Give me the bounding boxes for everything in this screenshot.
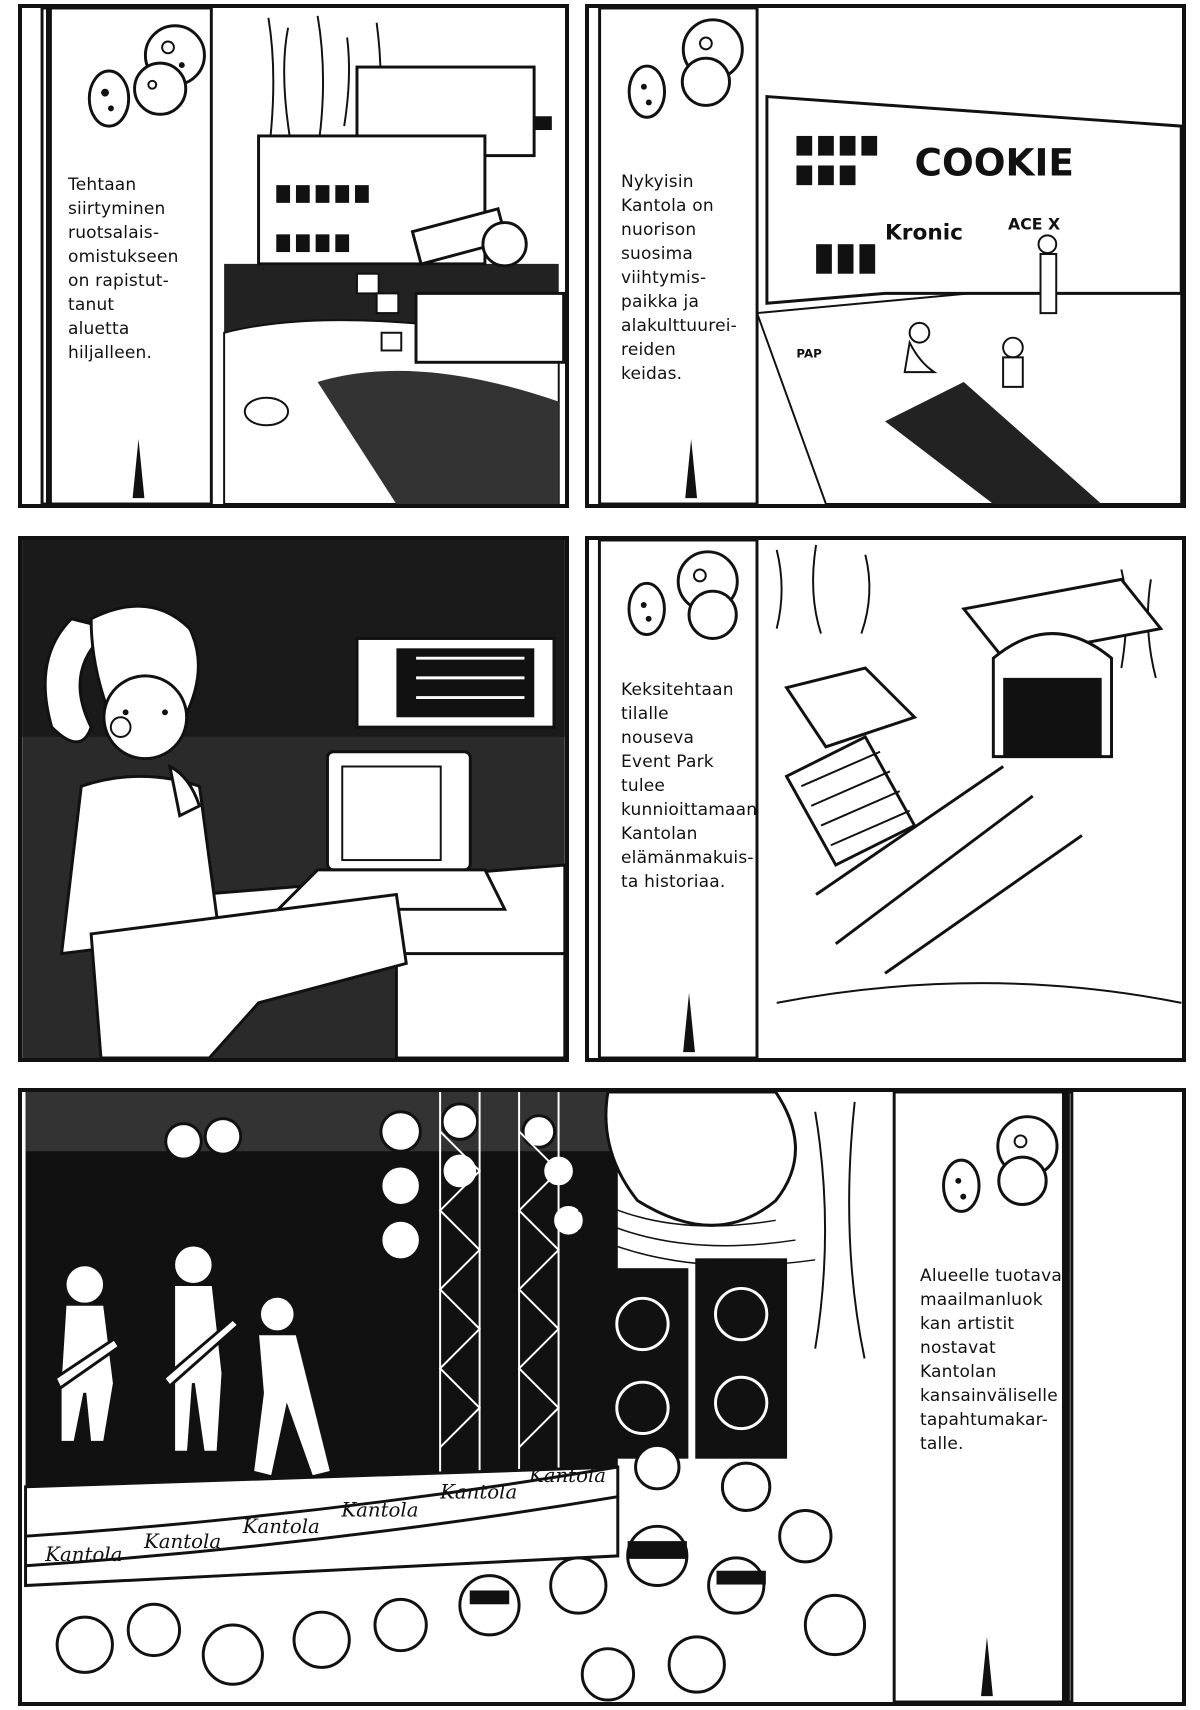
graffiti-pap: PAP: [796, 346, 822, 360]
graffiti-ace: ACE X: [1008, 214, 1060, 233]
girl-laptop-illustration: [22, 540, 565, 1058]
banner-word: Kantola: [439, 1481, 517, 1504]
panel-event-park: Keksitehtaan tilalle nouseva Event Park …: [585, 536, 1186, 1062]
caption-text: Keksitehtaan tilalle nouseva Event Park …: [621, 680, 758, 892]
factory-illustration: [22, 8, 565, 504]
banner-word: Kantola: [242, 1515, 320, 1538]
panel-concert: Kantola Kantola Kantola Kantola Kantola …: [18, 1088, 1186, 1706]
banner-word: Kantola: [340, 1498, 418, 1521]
caption-text: Tehtaan siirtyminen ruotsalais- omistuks…: [68, 175, 179, 363]
graffiti-building-illustration: COOKIE ACE X Kronic PAP: [589, 8, 1182, 504]
graffiti-cookie: COOKIE: [915, 140, 1074, 184]
concert-illustration: Kantola Kantola Kantola Kantola Kantola …: [24, 1092, 1179, 1702]
caption-text: Nykyisin Kantola on nuorison suosima vii…: [621, 172, 737, 384]
graffiti-kronic: Kronic: [885, 220, 963, 245]
stage-park-illustration: [589, 540, 1182, 1058]
banner-word: Kantola: [44, 1543, 122, 1566]
panel-girl-at-laptop: [18, 536, 569, 1062]
banner-word: Kantola: [143, 1530, 221, 1553]
panel-factory-decay: Tehtaan siirtyminen ruotsalais- omistuks…: [18, 4, 569, 508]
caption-text: Alueelle tuotavat maailmanluok kan artis…: [920, 1266, 1069, 1454]
panel-youth-hangout: COOKIE ACE X Kronic PAP Nykyisin Kantola…: [585, 4, 1186, 508]
banner-word: Kantola: [528, 1464, 606, 1487]
